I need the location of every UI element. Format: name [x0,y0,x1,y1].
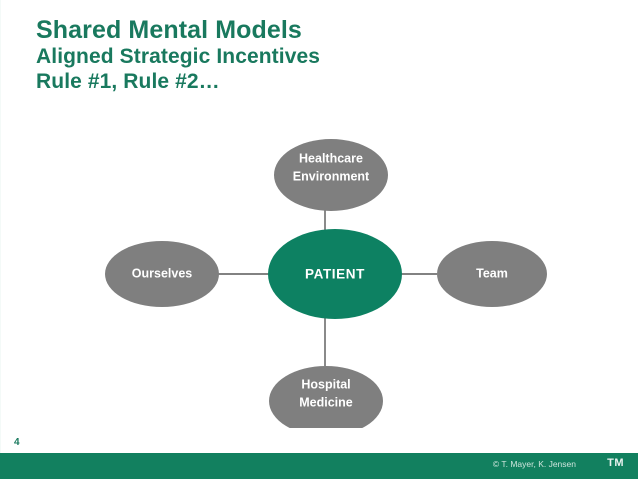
node-ourselves[interactable]: Ourselves [105,241,219,307]
node-hospital-medicine-shape [269,366,383,428]
node-hospital-medicine[interactable]: Hospital Medicine [269,366,383,428]
node-hospital-medicine-label-line1: Hospital [301,377,350,391]
title-line-3: Rule #1, Rule #2… [36,70,220,93]
node-ourselves-shape [105,241,219,307]
footer-tm-logo: TM [607,457,624,469]
node-healthcare-environment-label-line1: Healthcare [299,151,363,165]
slide-page-number: 4 [14,437,20,448]
node-hospital-medicine-label-line2: Medicine [299,395,353,409]
page-title: Shared Mental Models Aligned Strategic I… [36,17,456,94]
node-team-shape [437,241,547,307]
node-patient[interactable]: PATIENT [268,229,402,319]
node-patient-label: PATIENT [305,267,365,282]
footer-bar: © T. Mayer, K. Jensen TM [0,453,638,479]
footer-copyright: © T. Mayer, K. Jensen [492,459,576,469]
node-healthcare-environment[interactable]: Healthcare Environment [274,139,388,211]
node-ourselves-label: Ourselves [132,266,193,280]
node-healthcare-environment-shape [274,139,388,211]
title-line-1: Shared Mental Models [36,16,302,44]
title-line-2: Aligned Strategic Incentives [36,45,321,68]
node-patient-shape [268,229,402,319]
slide-left-edge [0,0,1,479]
node-team-label: Team [476,266,508,280]
node-healthcare-environment-label-line2: Environment [293,169,370,183]
shared-mental-model-diagram: Healthcare Environment Ourselves Team Ho… [0,118,638,428]
node-team[interactable]: Team [437,241,547,307]
